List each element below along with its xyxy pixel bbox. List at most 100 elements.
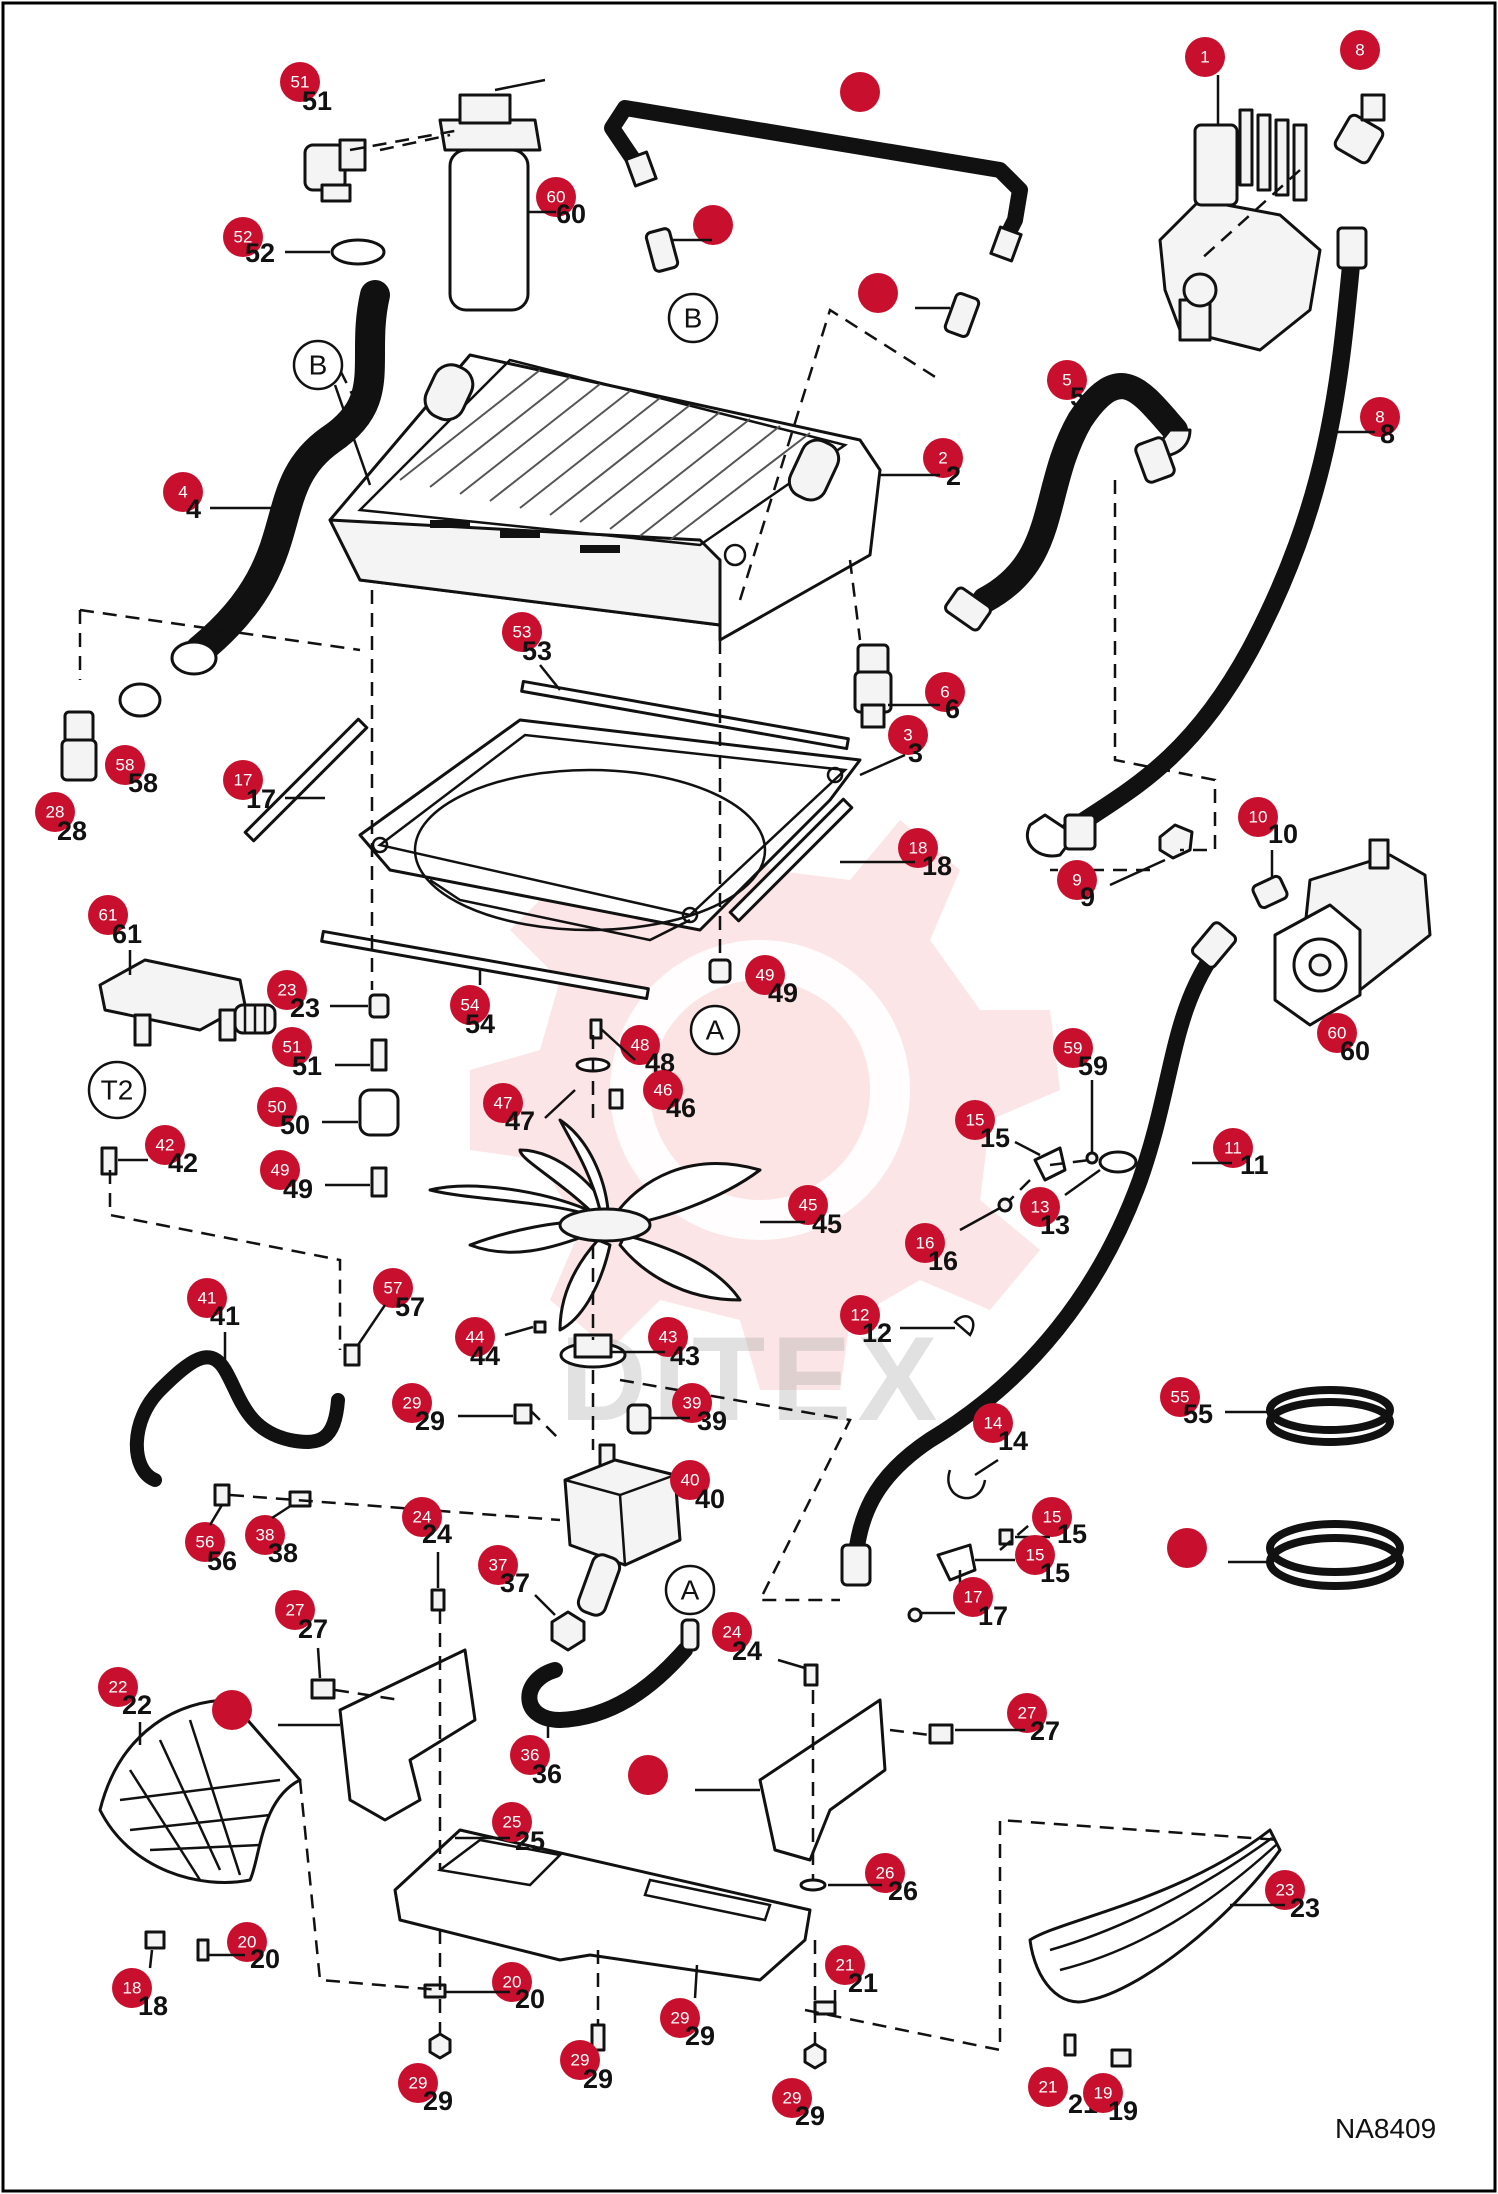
svg-text:36: 36	[521, 1746, 540, 1765]
svg-text:55: 55	[1183, 1399, 1213, 1429]
fitting-60-top	[644, 227, 680, 273]
svg-text:15: 15	[1040, 1558, 1070, 1588]
hose-11-fitting-top	[1190, 921, 1238, 969]
svg-text:36: 36	[532, 1759, 562, 1789]
svg-text:42: 42	[156, 1136, 175, 1155]
svg-text:47: 47	[494, 1094, 513, 1113]
hydraulic-motor-34	[563, 1443, 682, 1617]
svg-text:17: 17	[234, 771, 253, 790]
tube-59-inner	[607, 103, 1025, 245]
svg-text:3: 3	[908, 738, 923, 768]
fan-shroud	[358, 718, 862, 942]
svg-text:3: 3	[903, 726, 912, 745]
nut-29-left	[428, 2032, 452, 2060]
hose-35	[129, 1350, 345, 1487]
svg-text:41: 41	[198, 1289, 217, 1308]
callout-6: 66	[888, 672, 965, 724]
hose-end	[170, 640, 218, 676]
svg-text:20: 20	[238, 1933, 257, 1952]
svg-text:29: 29	[409, 2074, 428, 2093]
svg-text:27: 27	[1018, 1704, 1037, 1723]
svg-text:23: 23	[278, 981, 297, 1000]
elbow-fitting-9	[1025, 813, 1194, 860]
svg-text:15: 15	[1026, 1546, 1045, 1565]
svg-text:48: 48	[631, 1036, 650, 1055]
clip-20-center-left	[423, 1983, 447, 1999]
svg-text:29: 29	[671, 2009, 690, 2028]
svg-text:26: 26	[888, 1876, 918, 1906]
hose-11-fitting-bottom	[840, 1543, 872, 1587]
svg-text:28: 28	[57, 816, 87, 846]
svg-text:45: 45	[812, 1209, 842, 1239]
svg-text:38: 38	[268, 1538, 298, 1568]
fitting-10	[1251, 874, 1289, 910]
svg-text:29: 29	[423, 2086, 453, 2116]
callout-2: 22	[880, 438, 963, 491]
svg-text:13: 13	[1040, 1210, 1070, 1240]
svg-text:27: 27	[286, 1601, 305, 1620]
svg-text:15: 15	[980, 1123, 1010, 1153]
svg-text:59: 59	[1078, 1051, 1108, 1081]
svg-text:6: 6	[940, 683, 949, 702]
svg-text:60: 60	[1340, 1036, 1370, 1066]
callout-7: 8	[1340, 30, 1380, 70]
svg-text:59: 59	[1064, 1039, 1083, 1058]
svg-text:2: 2	[946, 461, 961, 491]
callout-3: 33	[859, 715, 928, 777]
seal-strip-49-top	[520, 679, 850, 751]
svg-text:29: 29	[685, 2021, 715, 2051]
reference-marker-t2: T2	[87, 1060, 147, 1120]
svg-text:45: 45	[799, 1196, 818, 1215]
svg-text:51: 51	[292, 1051, 322, 1081]
svg-text:61: 61	[112, 919, 142, 949]
svg-text:9: 9	[1080, 882, 1095, 912]
svg-text:60: 60	[547, 188, 566, 207]
svg-text:A: A	[681, 1575, 700, 1606]
svg-text:53: 53	[513, 623, 532, 642]
svg-text:41: 41	[210, 1301, 240, 1331]
mounting-plate-26	[393, 1828, 812, 1982]
svg-text:51: 51	[302, 86, 332, 116]
elbow-fitting-47	[303, 138, 367, 203]
svg-text:14: 14	[984, 1414, 1003, 1433]
callout-60-right	[858, 273, 950, 313]
svg-text:46: 46	[666, 1093, 696, 1123]
bolt-27-left	[310, 1678, 336, 1700]
callout-59	[840, 72, 880, 112]
svg-text:11: 11	[1240, 1150, 1269, 1180]
watermark-text: DITEX	[560, 1312, 943, 1446]
svg-text:29: 29	[403, 1394, 422, 1413]
svg-text:15: 15	[966, 1111, 985, 1130]
hose-11	[847, 937, 1228, 1568]
grille-21-left	[98, 1698, 302, 1884]
svg-text:8: 8	[1380, 419, 1395, 449]
bracket-58	[338, 1648, 477, 1822]
hose-coil-61	[1266, 1520, 1404, 1590]
hydraulic-tube-59	[604, 100, 1028, 248]
clip-20-right	[1063, 2033, 1077, 2057]
clamp-51-left	[213, 1483, 231, 1507]
svg-text:18: 18	[123, 1979, 142, 1998]
svg-text:B: B	[309, 350, 328, 381]
svg-text:18: 18	[922, 851, 952, 881]
clamp-12	[953, 1315, 975, 1337]
svg-text:44: 44	[470, 1341, 500, 1371]
